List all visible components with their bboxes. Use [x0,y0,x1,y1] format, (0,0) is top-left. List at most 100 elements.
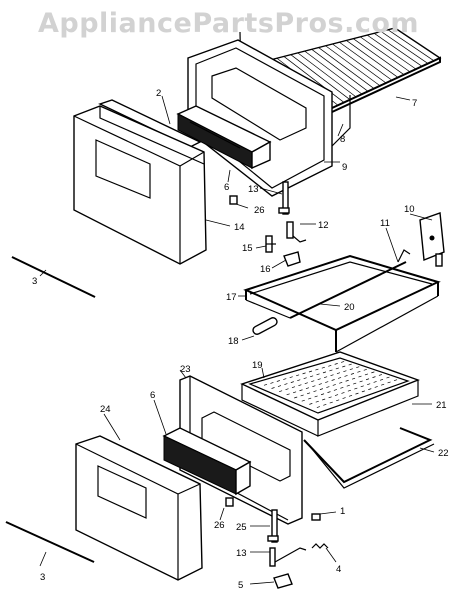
pan-slot [315,368,319,371]
pan-slot [347,389,351,392]
pan-slot [348,395,353,397]
pan-slot [361,390,365,393]
pan-slot [334,363,338,365]
label-part-14: 14 [234,222,245,233]
pan-slot [300,394,304,397]
pan-slot [368,388,372,390]
upper-door-hinge [278,181,290,215]
pan-slot [336,399,340,402]
pan-slot [315,400,319,403]
pan-slot [290,381,294,383]
pan-slot [291,386,296,388]
lower-door-handle [5,521,95,563]
upper-outer-door [73,105,207,265]
pan-slot [322,398,326,401]
hinge-receiver [273,573,293,589]
drawer-frame [243,254,441,353]
label-part-23: 23 [180,364,191,375]
pan-slot [309,403,313,405]
pan-slot [333,389,338,391]
label-part-22: 22 [438,448,449,459]
rack-wire [304,50,363,95]
pan-slot [299,389,303,392]
pan-slot [342,365,346,368]
pan-slot [298,384,302,386]
pan-slot [326,386,330,388]
drawer-slide-bracket [419,212,445,267]
rack-wire [290,54,351,100]
pan-slot [393,379,398,382]
drawer-latch [265,235,276,253]
pan-slot [285,388,289,390]
label-part-18: 18 [228,336,239,347]
pan-slot [334,394,339,396]
label-part-1: 1 [340,506,345,517]
label-part-17: 17 [226,292,237,303]
rack-wire [353,38,405,75]
label-part-7: 7 [412,98,417,109]
label-part-3-lower: 3 [40,572,45,583]
label-part-19: 19 [252,360,263,371]
pan-slot [336,372,341,374]
pan-slot [350,373,355,375]
pan-slot [297,379,301,382]
pan-slot [277,385,282,387]
lower-door-clip [225,497,234,507]
label-part-11: 11 [380,218,390,229]
pan-slot [363,368,367,371]
pan-slot [314,395,318,398]
label-part-20: 20 [344,302,355,313]
pan-slot [340,387,344,389]
pan-slot [308,397,312,400]
label-part-5: 5 [238,580,243,591]
pan-slot [374,386,378,388]
label-part-6-lower: 6 [150,390,155,401]
drawer-stop-bracket [286,221,307,243]
pan-slot [328,396,332,399]
label-part-10: 10 [404,204,415,215]
rack-wire [311,49,369,92]
broiler-pan [240,351,420,421]
label-part-21: 21 [436,400,447,411]
leader-lines [39,95,435,585]
pan-slot [371,371,375,374]
pan-slot [378,374,383,376]
pan-slot [308,370,313,373]
pan-slot [284,383,288,385]
pan-slot [270,382,274,384]
pan-slot [296,374,300,377]
label-part-12: 12 [318,220,329,231]
pan-slot [271,387,275,389]
label-part-26-upper: 26 [254,205,265,216]
pan-slot [317,378,321,380]
drawer-rail [303,427,435,489]
pan-slot [348,363,352,366]
pan-slot [357,370,361,373]
pan-slot [359,380,363,383]
pan-slot [353,382,357,385]
pan-slot [289,376,293,379]
upper-door-clip [229,195,238,205]
pan-slot [318,383,322,385]
pan-slot [341,392,345,394]
rack-wire [387,29,435,62]
rack-wire [339,41,393,81]
pan-slot [373,381,377,383]
drawer-pivot-pin [397,249,411,263]
pan-slot [316,373,320,376]
pan-slot [379,378,384,381]
pan-slot [337,377,342,379]
pan-slot [356,366,360,368]
label-part-2: 2 [156,88,161,99]
label-part-9: 9 [342,162,347,173]
pan-slot [319,388,324,390]
lower-hinge-bracket [269,547,307,567]
pan-slot [349,368,353,370]
pan-slot [387,381,391,384]
label-part-16: 16 [260,264,271,275]
pan-slot [302,372,306,375]
broiler-pan-insert [317,380,419,437]
label-part-13-lower: 13 [236,548,247,559]
pan-slot [327,391,331,393]
label-part-24: 24 [100,404,111,415]
